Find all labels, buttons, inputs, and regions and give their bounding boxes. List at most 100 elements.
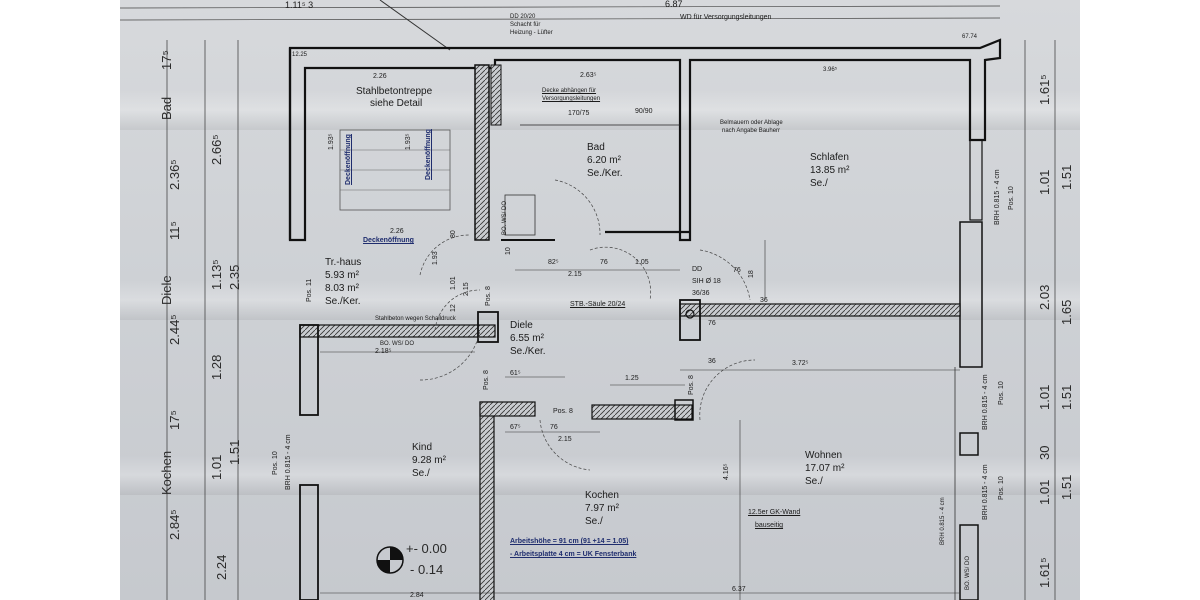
dim-label: 82⁵ — [548, 259, 559, 266]
leader-line — [379, 0, 451, 51]
hatched-wall — [474, 64, 490, 241]
room-name-bad: Bad — [587, 142, 605, 153]
dim-label: 4.16⁵ — [723, 463, 730, 480]
room-area: 6.20 m² — [587, 155, 621, 166]
floor-plan-sheet: 1.11⁵ 3 6.87 DD 20/20 Schacht für Heizun… — [120, 0, 1080, 600]
dim-label: 76 — [600, 259, 608, 266]
room-area: 8.03 m² — [325, 283, 359, 294]
scale-label: Diele — [159, 275, 174, 305]
window-frame — [959, 432, 979, 456]
corner-dim: 67.74 — [962, 34, 978, 40]
scale-label: 1.61⁵ — [1037, 74, 1052, 105]
dim-label: 1.93⁵ — [405, 133, 412, 150]
dim-label: 1.93⁵ — [328, 133, 335, 150]
scale-label: Kochen — [159, 450, 174, 495]
pos-label: Pos. 10 — [1008, 186, 1015, 210]
window-frame — [959, 221, 983, 368]
level-label: - 0.14 — [410, 562, 444, 577]
hatched-wall — [299, 324, 496, 338]
scale-label: 1.01 — [1037, 479, 1052, 505]
scale-label: 1.51 — [1059, 474, 1074, 500]
hatched-wall — [679, 303, 961, 317]
toilet — [504, 194, 536, 236]
room-floor: Se./ — [805, 476, 823, 487]
opening-label: Deckenöffnung — [345, 134, 352, 185]
scale-label: 1.51 — [1059, 384, 1074, 410]
window-size: 170/75 — [568, 110, 590, 117]
room-floor: Se./Ker. — [325, 296, 361, 307]
top-dim: 1.11⁵ 3 — [285, 0, 314, 10]
dim-label: 76 — [550, 424, 558, 431]
dim-label: 2.15 — [558, 436, 572, 443]
column-label: STB.-Säule 20/24 — [570, 301, 626, 308]
scale-label: 1.01 — [209, 454, 224, 480]
note: 12.5er GK-Wand — [748, 509, 801, 516]
stairs-title: Stahlbetontreppe — [356, 86, 433, 97]
pos-label: Pos. 10 — [998, 381, 1005, 405]
dim-label: 76 — [708, 320, 716, 327]
note: - Arbeitsplatte 4 cm = UK Fensterbank — [510, 551, 637, 558]
dim-label: 2.26 — [373, 73, 387, 80]
dim-label: 3.96⁵ — [823, 67, 838, 73]
door-swing — [554, 179, 601, 236]
level-label: +- 0.00 — [406, 541, 447, 556]
scale-label: 1.13⁵ — [209, 259, 224, 290]
dim-label: 61⁵ — [510, 370, 521, 377]
dim-label: 2.15 — [463, 282, 470, 296]
note: Schacht für — [510, 22, 541, 28]
note: Belmauern oder Ablage — [720, 120, 783, 126]
note: Arbeitshöhe = 91 cm (91 +14 = 1.05) — [510, 538, 629, 545]
room-area: 17.07 m² — [805, 463, 845, 474]
scale-label: 1.61⁵ — [1037, 557, 1052, 588]
dim-label: 2.18⁵ — [375, 348, 392, 355]
dim-label: 6.37 — [732, 586, 746, 593]
scale-label: 30 — [1037, 445, 1052, 460]
note: Decke abhängen für — [542, 88, 597, 94]
room-name-schlafen: Schlafen — [810, 152, 849, 163]
scale-label: 1.01 — [1037, 384, 1052, 410]
paper-crease — [120, 455, 1080, 495]
dd-label: 36/36 — [692, 290, 710, 297]
pos-label: Pos. 8 — [688, 375, 695, 395]
dim-label: 3.72⁵ — [792, 360, 809, 367]
dim-label: 1.05 — [635, 259, 649, 266]
dim-label: 76 — [733, 267, 741, 274]
dim-label: 2.15 — [568, 271, 582, 278]
dim-label: 2.26 — [390, 228, 404, 235]
window-frame — [969, 139, 983, 221]
top-dim: 6.87 — [665, 0, 683, 9]
room-area: 5.93 m² — [325, 270, 359, 281]
room-name-treppenhaus: Tr.-haus — [325, 257, 362, 268]
bo-label: BO. WS/ DO — [380, 341, 415, 347]
dd-label: SIH Ø 18 — [692, 278, 721, 285]
pos-label: Pos. 11 — [306, 278, 313, 302]
window-frame — [959, 524, 979, 600]
hatched-wall — [490, 64, 502, 126]
hatched-wall — [479, 401, 495, 600]
stairs-subtitle: siehe Detail — [370, 98, 423, 109]
scale-label: 17⁵ — [167, 410, 182, 430]
scale-label: 2.84⁵ — [167, 509, 182, 540]
room-area: 6.55 m² — [510, 333, 544, 344]
brh-label: BRH 0.815 - 4 cm — [994, 169, 1001, 225]
scale-label: 1.51 — [1059, 164, 1074, 190]
room-floor: Se./ — [412, 468, 430, 479]
note: bauseitig — [755, 522, 784, 529]
exterior-wall-top — [288, 38, 1002, 242]
room-area: 7.97 m² — [585, 503, 619, 514]
bo-label: BO. WS/ DO — [965, 555, 971, 590]
note: nach Angabe Bauherr — [722, 128, 781, 134]
dim-label: 12 — [450, 304, 457, 312]
brh-label: BRH 0.815 - 4 cm — [982, 374, 989, 430]
dim-label: 1.01 — [450, 276, 457, 290]
room-floor: Se./ — [810, 178, 828, 189]
note: WD für Versorgungsleitungen — [680, 14, 772, 21]
pos-label: Pos. 10 — [998, 476, 1005, 500]
dd-column — [679, 299, 701, 341]
floor-plan-drawing — [120, 0, 1056, 600]
brh-label: BRH 0.815 - 4 cm — [940, 497, 946, 545]
pos-label: Pos. 10 — [272, 451, 279, 475]
scale-label: 2.35 — [227, 264, 242, 290]
room-name-diele: Diele — [510, 320, 533, 331]
scale-label: 2.66⁵ — [209, 134, 224, 165]
